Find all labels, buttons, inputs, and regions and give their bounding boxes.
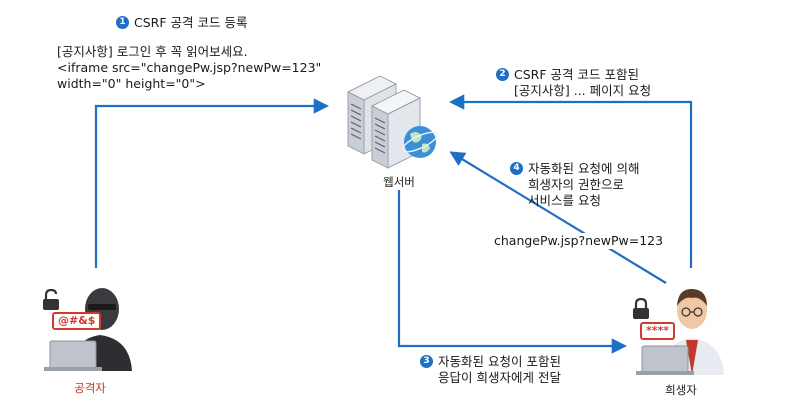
attack-code-line-1: [공지사항] 로그인 후 꼭 읽어보세요. [57, 44, 248, 59]
step-1-badge: 1 [116, 16, 129, 29]
step-4: 4 자동화된 요청에 의해 희생자의 권한으로 서비스를 요청 [510, 161, 639, 209]
victim-password-box: **** [640, 322, 676, 340]
arrow-victim-diagonal-to-server [449, 151, 667, 284]
globe-icon [401, 126, 439, 158]
arrow-attacker-to-server [94, 98, 330, 268]
server-icon [346, 75, 422, 169]
step-4-line-1: 자동화된 요청에 의해 [528, 161, 640, 176]
attacker-label: 공격자 [74, 381, 106, 395]
step-2: 2 CSRF 공격 코드 포함된 [공지사항] ... 페이지 요청 [496, 67, 651, 99]
attacker-unlock-icon [43, 289, 59, 310]
step-3-line-2: 응답이 희생자에게 전달 [438, 370, 561, 385]
step-1: 1 CSRF 공격 코드 등록 [116, 15, 247, 31]
attacker: @#&$ [38, 279, 148, 371]
attack-code-line-3: width="0" height="0"> [57, 76, 206, 91]
attack-code-line-2: <iframe src="changePw.jsp?newPw=123" [57, 60, 322, 75]
arrow-server-to-victim [397, 190, 628, 354]
step-4-line-2: 희생자의 권한으로 [528, 177, 624, 192]
victim-label: 희생자 [665, 383, 697, 397]
server-label: 웹서버 [383, 175, 415, 189]
attack-code-text: [공지사항] 로그인 후 꼭 읽어보세요. <iframe src="chang… [57, 44, 321, 92]
request-url: changePw.jsp?newPw=123 [492, 233, 666, 249]
victim-figure [636, 288, 724, 375]
step-4-badge: 4 [510, 162, 523, 175]
victim: **** [630, 280, 735, 375]
victim-lock-icon [633, 298, 649, 319]
web-server [330, 64, 455, 174]
attacker-password-box: @#&$ [52, 312, 102, 330]
arrow-victim-to-server [448, 94, 693, 268]
step-4-line-3: 서비스를 요청 [528, 193, 601, 208]
step-3-line-1: 자동화된 요청이 포함된 [438, 354, 561, 369]
step-3-badge: 3 [420, 355, 433, 368]
step-2-line-1: CSRF 공격 코드 포함된 [514, 67, 639, 82]
step-1-label: CSRF 공격 코드 등록 [134, 15, 248, 30]
step-3: 3 자동화된 요청이 포함된 응답이 희생자에게 전달 [420, 354, 561, 386]
step-2-line-2: [공지사항] ... 페이지 요청 [514, 83, 652, 98]
step-2-badge: 2 [496, 68, 509, 81]
